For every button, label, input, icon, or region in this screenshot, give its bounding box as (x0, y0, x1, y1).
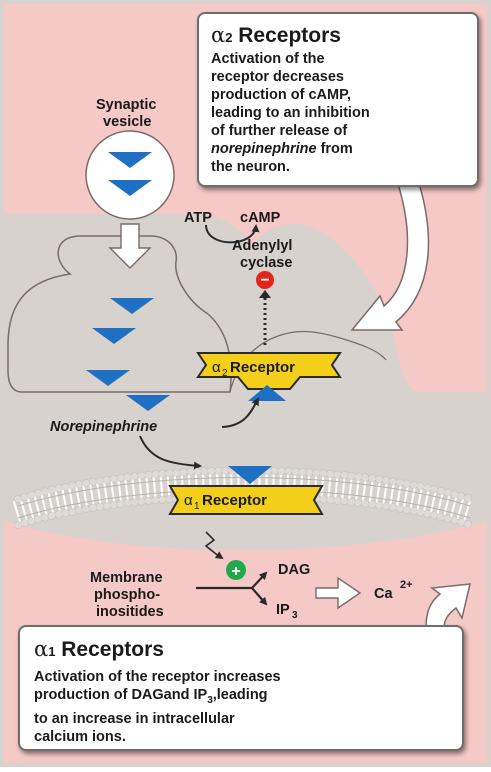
alpha1-desc-2-main: production of DAGand IP (34, 687, 208, 703)
alpha2-receptor (196, 352, 342, 390)
norepinephrine-3 (86, 370, 130, 386)
a2-receptor-label: Receptor (230, 359, 295, 376)
alpha1-receptor (168, 485, 324, 515)
inhibit-icon (256, 271, 274, 289)
label-camp: cAMP (240, 210, 281, 226)
label-vesicle: vesicle (103, 114, 151, 130)
label-adenylyl: Adenylyl (232, 238, 292, 254)
alpha2-title-text: Receptors (238, 24, 341, 47)
stimulate-icon (226, 560, 246, 580)
alpha1-desc-2: production of DAGand IP3,leading (34, 686, 452, 710)
label-norepinephrine: Norepinephrine (50, 419, 157, 435)
alpha2-subscript: 2 (225, 30, 233, 45)
alpha1-symbol: α (34, 637, 49, 661)
alpha2-desc-4: leading to an inhibition (211, 105, 370, 121)
alpha1-callout: α1 Receptors Activation of the receptor … (18, 625, 464, 751)
alpha2-title: α2 Receptors (211, 23, 467, 50)
label-membrane: Membrane (90, 570, 163, 586)
norepinephrine-bound-alpha1 (228, 466, 272, 484)
vesicle-norepinephrine-2 (108, 180, 152, 196)
alpha2-desc-1: Activation of the (211, 51, 325, 67)
alpha1-subscript: 1 (48, 644, 56, 659)
alpha1-desc-3: to an increase in intracellular (34, 710, 235, 727)
alpha2-desc-3: production of cAMP, (211, 87, 351, 103)
ne-to-alpha1-arrow-icon (139, 435, 202, 470)
label-inositides: inositides (96, 604, 164, 620)
norepinephrine-2 (92, 328, 136, 344)
alpha2-desc-7: the neuron. (211, 159, 290, 175)
alpha2-symbol: α (211, 23, 226, 47)
a1-receptor-label: Receptor (202, 492, 267, 509)
label-dag: DAG (278, 562, 310, 578)
norepinephrine-bound-alpha2 (248, 385, 286, 401)
label-atp: ATP (184, 210, 212, 226)
to-calcium-arrow-icon (315, 576, 362, 610)
vesicle-norepinephrine-1 (108, 152, 152, 168)
alpha2-desc-5: of further release of (211, 123, 348, 139)
norepinephrine-1 (110, 298, 154, 314)
to-ip3-arrow-icon (251, 587, 268, 606)
label-ip: IP (276, 602, 290, 618)
a1-symbol: α (184, 492, 193, 509)
alpha1-callout-pointer (425, 583, 471, 629)
label-cyclase: cyclase (240, 255, 292, 271)
alpha1-desc-2-rest: ,leading (212, 687, 268, 703)
alpha1-desc-4: calcium ions. (34, 728, 126, 745)
alpha1-title: α1 Receptors (34, 637, 452, 664)
a2-sub: 2 (222, 368, 228, 379)
synaptic-vesicle (85, 130, 175, 220)
alpha1-desc-2-sub: 3 (207, 694, 213, 706)
alpha2-desc-2: receptor decreases (211, 69, 344, 85)
alpha2-callout: α2 Receptors Activation of the receptor … (197, 12, 479, 187)
atp-camp-arrow-icon (205, 224, 260, 244)
alpha1-desc-1: Activation of the receptor increases (34, 669, 281, 685)
norepinephrine-4 (126, 395, 170, 411)
label-ca: Ca (374, 586, 393, 602)
label-synaptic: Synaptic (96, 97, 156, 113)
a1-sub: 1 (194, 501, 200, 512)
alpha2-callout-pointer (350, 179, 430, 331)
ne-to-alpha2-arrow-icon (221, 397, 259, 428)
inhibition-arrowhead-icon (259, 290, 271, 298)
a2-symbol: α (212, 359, 221, 376)
label-phospho: phospho- (94, 587, 160, 603)
inhibit-sign: − (260, 272, 269, 289)
alpha2-desc-6-em: norepinephrine (211, 141, 317, 157)
label-ip-sub: 3 (292, 610, 298, 621)
synaptic-cleft (4, 392, 487, 470)
axon-terminal (7, 235, 232, 393)
alpha2-desc-6: norepinephrine from (211, 140, 467, 158)
release-arrow-icon (108, 223, 152, 269)
stimulate-sign: + (231, 563, 240, 580)
label-ca-charge: 2+ (400, 579, 413, 591)
alpha2-desc-6-rest: from (316, 141, 353, 157)
alpha1-title-text: Receptors (61, 638, 164, 661)
signal-zigzag-icon (204, 531, 224, 560)
